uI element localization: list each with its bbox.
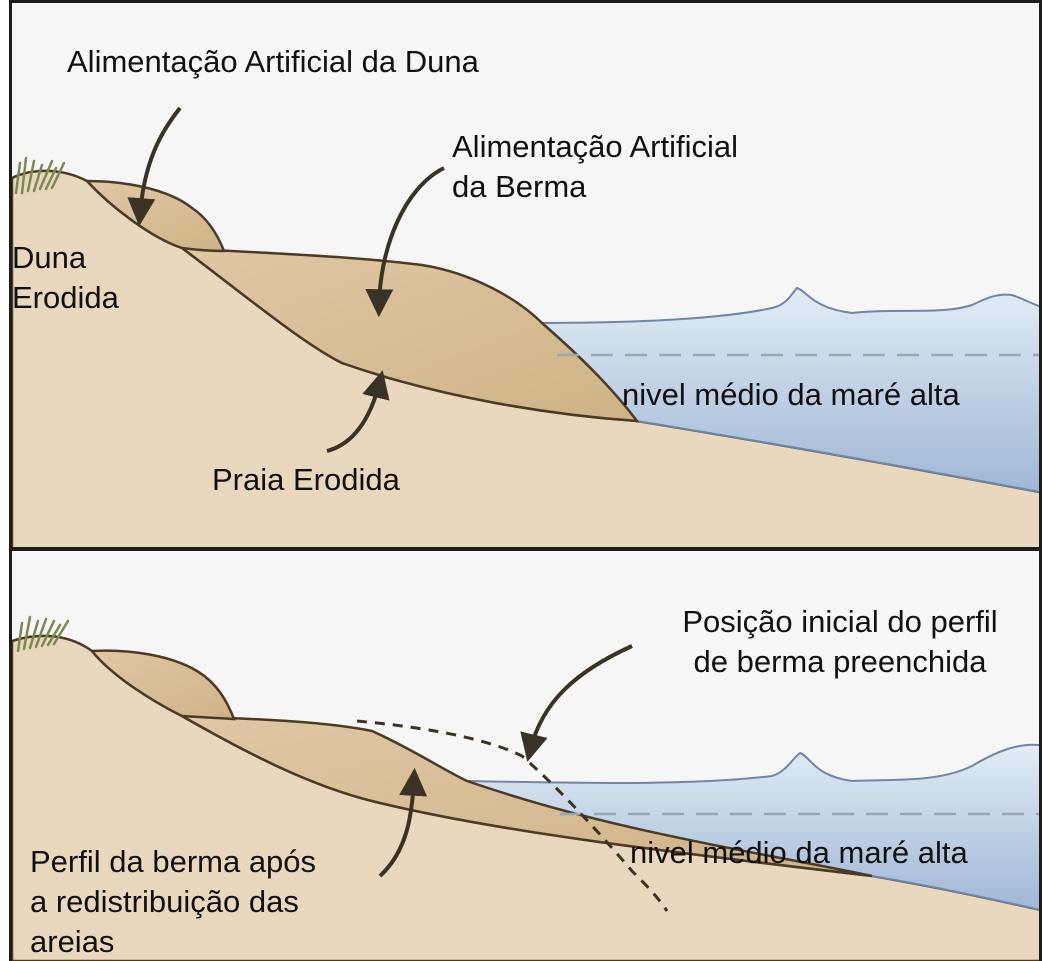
initial-berm-profile-line bbox=[356, 719, 669, 912]
dune-fill bbox=[84, 179, 226, 253]
top-panel-diagram: Alimentação Artificial da Duna Alimentaç… bbox=[9, 0, 1042, 551]
redistributed-profile-arrow bbox=[378, 767, 428, 878]
water bbox=[524, 286, 1039, 493]
eroded-beach-arrow bbox=[326, 370, 390, 453]
grass-icon bbox=[14, 156, 66, 195]
redistributed-label-line2: a redistribuição das bbox=[30, 884, 299, 919]
grass-icon bbox=[16, 615, 70, 653]
initial-profile-arrow bbox=[520, 644, 633, 762]
dune-fill-label: Alimentação Artificial da Duna bbox=[67, 44, 479, 79]
redistributed-label-line3: areias bbox=[30, 924, 115, 959]
tide-label-bottom: nivel médio da maré alta bbox=[630, 835, 968, 870]
berm-fill-arrow bbox=[365, 166, 445, 318]
eroded-dune-label-line1: Duna bbox=[12, 240, 87, 275]
berm-fill-label-line2: da Berma bbox=[452, 169, 587, 204]
tide-label-top: nivel médio da maré alta bbox=[622, 377, 960, 412]
dune bbox=[89, 649, 236, 721]
berm-fill bbox=[177, 246, 640, 423]
initial-profile-label-line2: de berma preenchida bbox=[693, 644, 987, 679]
bottom-panel-illustration bbox=[12, 615, 1039, 961]
redistributed-berm bbox=[181, 714, 873, 878]
top-panel-illustration bbox=[12, 106, 1039, 547]
berm-fill-label-line1: Alimentação Artificial bbox=[452, 129, 739, 164]
bottom-panel-diagram: Posição inicial do perfil de berma preen… bbox=[9, 551, 1042, 961]
eroded-dune-label-line2: Erodida bbox=[12, 280, 119, 315]
redistributed-label-line1: Perfil da berma após bbox=[30, 844, 317, 879]
dune-fill-arrow bbox=[127, 106, 182, 227]
initial-profile-label-line1: Posição inicial do perfil bbox=[682, 604, 998, 639]
eroded-beach-label: Praia Erodida bbox=[212, 462, 400, 497]
